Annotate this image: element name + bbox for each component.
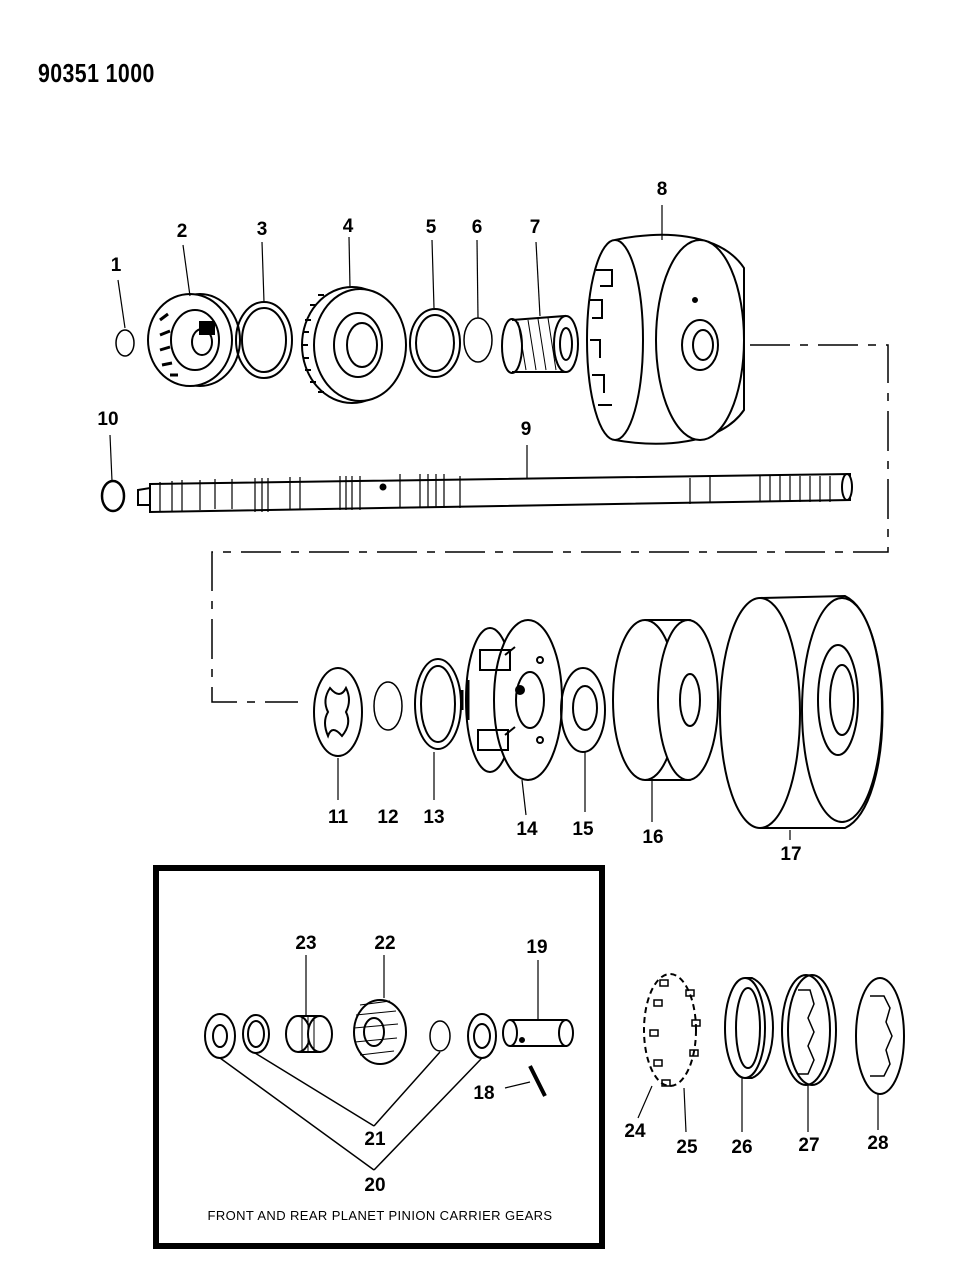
part-10-snap-ring xyxy=(102,481,124,511)
callout-13: 13 xyxy=(423,807,445,828)
part-11-thrust-washer xyxy=(314,668,362,756)
part-13-snap-ring xyxy=(415,659,461,749)
leader-24 xyxy=(638,1086,652,1118)
callout-26: 26 xyxy=(731,1137,753,1158)
part-2-overrunning-clutch xyxy=(148,294,240,386)
part-4-sun-gear-drum xyxy=(302,287,406,403)
part-17-clutch-drum xyxy=(720,596,883,828)
part-21-washer-right xyxy=(430,1021,450,1051)
part-5-snap-ring xyxy=(410,309,460,377)
part-1-ring xyxy=(116,330,134,356)
callout-9: 9 xyxy=(520,419,532,440)
part-24-needle-bearing-cage xyxy=(644,974,700,1086)
callout-23: 23 xyxy=(295,933,317,954)
leader-25 xyxy=(684,1088,686,1132)
part-20-thrust-washer-right xyxy=(468,1014,496,1058)
leaders-21-20 xyxy=(220,1052,482,1170)
part-19-pinion-shaft xyxy=(503,1020,573,1046)
part-6-ring xyxy=(464,318,492,362)
part-12-ring xyxy=(374,682,402,730)
part-15-thrust-washer xyxy=(561,668,605,752)
part-16-annulus-drum xyxy=(613,620,718,780)
leader-7 xyxy=(536,242,540,316)
leader-4 xyxy=(349,237,350,288)
inset-caption: FRONT AND REAR PLANET PINION CARRIER GEA… xyxy=(207,1208,553,1223)
leader-6 xyxy=(477,240,478,318)
callout-27: 27 xyxy=(798,1135,820,1156)
part-26-bearing-race xyxy=(725,978,773,1078)
callout-12: 12 xyxy=(377,807,399,828)
callout-25: 25 xyxy=(676,1137,698,1158)
leader-1 xyxy=(118,280,125,328)
callout-14: 14 xyxy=(516,819,538,840)
callout-1: 1 xyxy=(110,255,122,276)
callout-22: 22 xyxy=(374,933,396,954)
part-7-spline-sleeve xyxy=(502,316,578,373)
connector-dashed-1 xyxy=(212,345,888,702)
part-14-planetary-carrier xyxy=(462,620,562,780)
leader-18 xyxy=(505,1082,530,1088)
part-20-thrust-washer-left xyxy=(205,1014,235,1058)
part-21-washer-left xyxy=(243,1015,269,1053)
inset-box xyxy=(156,868,602,1246)
leader-10 xyxy=(110,435,112,481)
callout-21: 21 xyxy=(364,1129,386,1150)
leader-5 xyxy=(432,240,434,308)
part-8-input-clutch-drum xyxy=(587,235,744,444)
callout-18: 18 xyxy=(473,1083,495,1104)
callout-11: 11 xyxy=(327,807,349,828)
leader-2 xyxy=(183,245,190,296)
callout-4: 4 xyxy=(342,216,354,237)
part-22-pinion-gear xyxy=(354,1000,406,1064)
part-9-output-shaft xyxy=(138,474,852,512)
callout-5: 5 xyxy=(425,217,437,238)
callout-2: 2 xyxy=(176,221,188,242)
callout-20: 20 xyxy=(364,1175,386,1196)
part-18-roll-pin xyxy=(530,1066,545,1096)
callout-19: 19 xyxy=(526,937,548,958)
callout-16: 16 xyxy=(642,827,664,848)
part-27-cam-ring xyxy=(782,975,836,1085)
callout-7: 7 xyxy=(529,217,541,238)
callout-28: 28 xyxy=(867,1133,889,1154)
callout-3: 3 xyxy=(256,219,268,240)
callout-15: 15 xyxy=(572,819,594,840)
callout-24: 24 xyxy=(624,1121,646,1142)
part-28-spring-plate xyxy=(856,978,904,1094)
leader-3 xyxy=(262,242,264,302)
callout-6: 6 xyxy=(471,217,483,238)
part-23-pinion-gear xyxy=(286,1016,332,1052)
callout-17: 17 xyxy=(780,844,802,865)
part-3-snap-ring xyxy=(236,302,292,378)
document-code: 90351 1000 xyxy=(38,58,155,88)
callout-8: 8 xyxy=(656,179,668,200)
leader-14 xyxy=(522,780,526,815)
callout-10: 10 xyxy=(97,409,119,430)
